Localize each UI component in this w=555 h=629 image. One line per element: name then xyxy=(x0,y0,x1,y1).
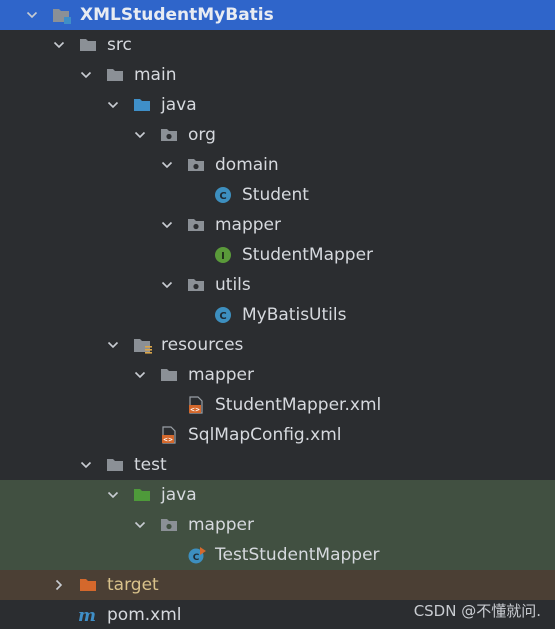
tree-label-mapper-res: mapper xyxy=(188,365,255,385)
tree-row-sqlmap-config[interactable]: <> SqlMapConfig.xml xyxy=(0,420,555,450)
csdn-watermark: CSDN @不懂就问. xyxy=(413,602,541,620)
svg-text:m: m xyxy=(78,607,96,623)
xml-file-icon: <> xyxy=(160,426,178,444)
tree-label-src: src xyxy=(107,35,132,55)
tree-label-pom: pom.xml xyxy=(107,605,182,625)
tree-row-mapper-res[interactable]: mapper xyxy=(0,360,555,390)
chevron-down-icon[interactable] xyxy=(107,339,119,351)
tree-row-test-student-mapper[interactable]: C TestStudentMapper xyxy=(0,540,555,570)
chevron-down-icon[interactable] xyxy=(134,129,146,141)
svg-text:C: C xyxy=(219,191,226,202)
tree-row-java-test[interactable]: java xyxy=(0,480,555,510)
chevron-down-icon[interactable] xyxy=(161,219,173,231)
tree-label-student-mapper: StudentMapper xyxy=(242,245,374,265)
package-icon xyxy=(160,517,178,533)
tree-row-root[interactable]: XMLStudentMyBatis xyxy=(0,0,555,30)
svg-text:<>: <> xyxy=(190,407,200,414)
chevron-down-icon[interactable] xyxy=(161,279,173,291)
interface-icon: I xyxy=(214,246,232,263)
tree-label-student: Student xyxy=(242,185,309,205)
tree-label-sqlmap-config: SqlMapConfig.xml xyxy=(188,425,342,445)
tree-label-resources: resources xyxy=(161,335,244,355)
svg-text:I: I xyxy=(221,251,225,262)
package-icon xyxy=(187,157,205,173)
chevron-down-icon[interactable] xyxy=(80,69,92,81)
tree-row-mapper-test[interactable]: mapper xyxy=(0,510,555,540)
tree-row-src[interactable]: src xyxy=(0,30,555,60)
tree-label-main: main xyxy=(134,65,177,85)
chevron-down-icon[interactable] xyxy=(134,519,146,531)
tree-label-utils: utils xyxy=(215,275,251,295)
tree-row-mapper-pkg[interactable]: mapper xyxy=(0,210,555,240)
chevron-down-icon[interactable] xyxy=(161,159,173,171)
svg-text:<>: <> xyxy=(163,437,173,444)
tree-row-org[interactable]: org xyxy=(0,120,555,150)
tree-row-student-mapper-xml[interactable]: <> StudentMapper.xml xyxy=(0,390,555,420)
tree-row-student-mapper[interactable]: I StudentMapper xyxy=(0,240,555,270)
chevron-down-icon[interactable] xyxy=(53,39,65,51)
package-icon xyxy=(187,217,205,233)
tree-row-resources[interactable]: resources xyxy=(0,330,555,360)
tree-label-mapper-test: mapper xyxy=(188,515,255,535)
tree-label-mapper-pkg: mapper xyxy=(215,215,282,235)
chevron-down-icon[interactable] xyxy=(134,369,146,381)
folder-icon xyxy=(106,67,124,83)
package-icon xyxy=(187,277,205,293)
tree-label-mybatis-utils: MyBatisUtils xyxy=(242,305,347,325)
tree-row-mybatis-utils[interactable]: C MyBatisUtils xyxy=(0,300,555,330)
xml-file-icon: <> xyxy=(187,396,205,414)
test-class-icon: C xyxy=(187,546,206,564)
test-root-folder-icon xyxy=(133,487,151,503)
tree-row-main[interactable]: main xyxy=(0,60,555,90)
tree-label-java-test: java xyxy=(161,485,197,505)
folder-icon xyxy=(106,457,124,473)
module-folder-icon xyxy=(52,7,71,24)
tree-label-test: test xyxy=(134,455,167,475)
svg-text:C: C xyxy=(193,553,200,563)
tree-label-test-student-mapper: TestStudentMapper xyxy=(215,545,380,565)
tree-row-utils[interactable]: utils xyxy=(0,270,555,300)
tree-row-student[interactable]: C Student xyxy=(0,180,555,210)
tree-label-domain: domain xyxy=(215,155,279,175)
chevron-down-icon[interactable] xyxy=(107,489,119,501)
source-root-folder-icon xyxy=(133,97,151,113)
resources-folder-icon xyxy=(133,337,152,354)
tree-row-pom[interactable]: m pom.xml xyxy=(0,600,555,629)
class-icon: C xyxy=(214,306,232,323)
excluded-folder-icon xyxy=(79,577,97,593)
maven-icon: m xyxy=(78,607,102,623)
class-icon: C xyxy=(214,186,232,203)
tree-row-java-main[interactable]: java xyxy=(0,90,555,120)
tree-row-target[interactable]: target xyxy=(0,570,555,600)
chevron-right-icon[interactable] xyxy=(53,579,65,591)
tree-row-test[interactable]: test xyxy=(0,450,555,480)
tree-label-root: XMLStudentMyBatis xyxy=(80,5,274,25)
folder-icon xyxy=(160,367,178,383)
folder-icon xyxy=(79,37,97,53)
svg-text:C: C xyxy=(219,311,226,322)
tree-label-target: target xyxy=(107,575,159,595)
package-icon xyxy=(160,127,178,143)
tree-label-student-mapper-xml: StudentMapper.xml xyxy=(215,395,382,415)
tree-row-domain[interactable]: domain xyxy=(0,150,555,180)
chevron-down-icon[interactable] xyxy=(107,99,119,111)
tree-label-java-main: java xyxy=(161,95,197,115)
tree-label-org: org xyxy=(188,125,216,145)
chevron-down-icon[interactable] xyxy=(80,459,92,471)
chevron-down-icon[interactable] xyxy=(26,9,38,21)
